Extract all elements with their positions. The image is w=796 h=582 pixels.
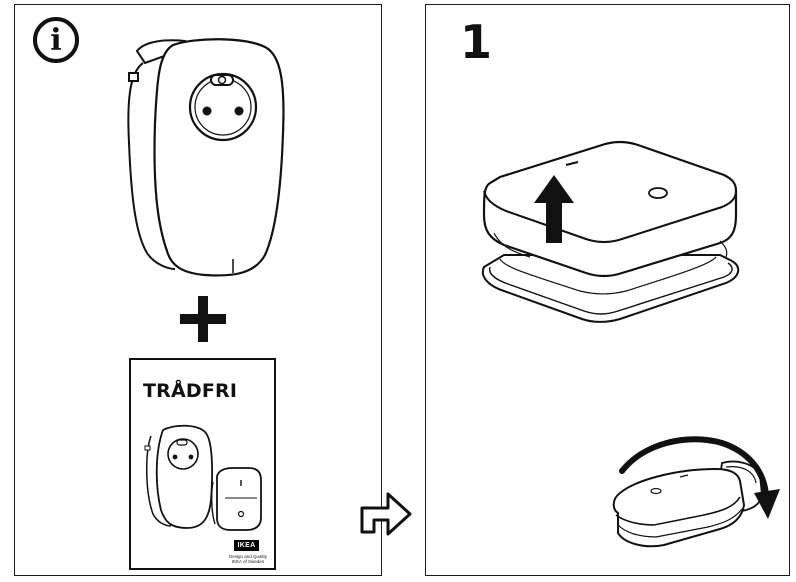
step-number: 1 — [460, 15, 493, 69]
booklet-products-image — [144, 424, 262, 531]
instruction-panel-right: 1 — [425, 4, 790, 576]
hub-tilt-image — [612, 436, 780, 548]
smart-plug-image — [127, 38, 285, 277]
ikea-caption: Design and Quality IKEA of Sweden — [228, 554, 268, 564]
booklet-title: TRÅDFRI — [143, 380, 238, 402]
instruction-panel-left: i TRÅDFRI — [14, 4, 382, 576]
manual-booklet: TRÅDFRI IKEA Design and Quality IKEA of … — [129, 358, 276, 570]
ikea-logo: IKEA — [234, 540, 259, 551]
curved-arrow-icon — [619, 436, 769, 498]
info-icon: i — [33, 17, 79, 63]
next-arrow-icon — [360, 492, 412, 536]
svg-text:i: i — [50, 23, 61, 58]
up-arrow-icon — [534, 175, 574, 243]
hub-lift-image — [481, 140, 740, 323]
plus-icon — [180, 296, 226, 342]
